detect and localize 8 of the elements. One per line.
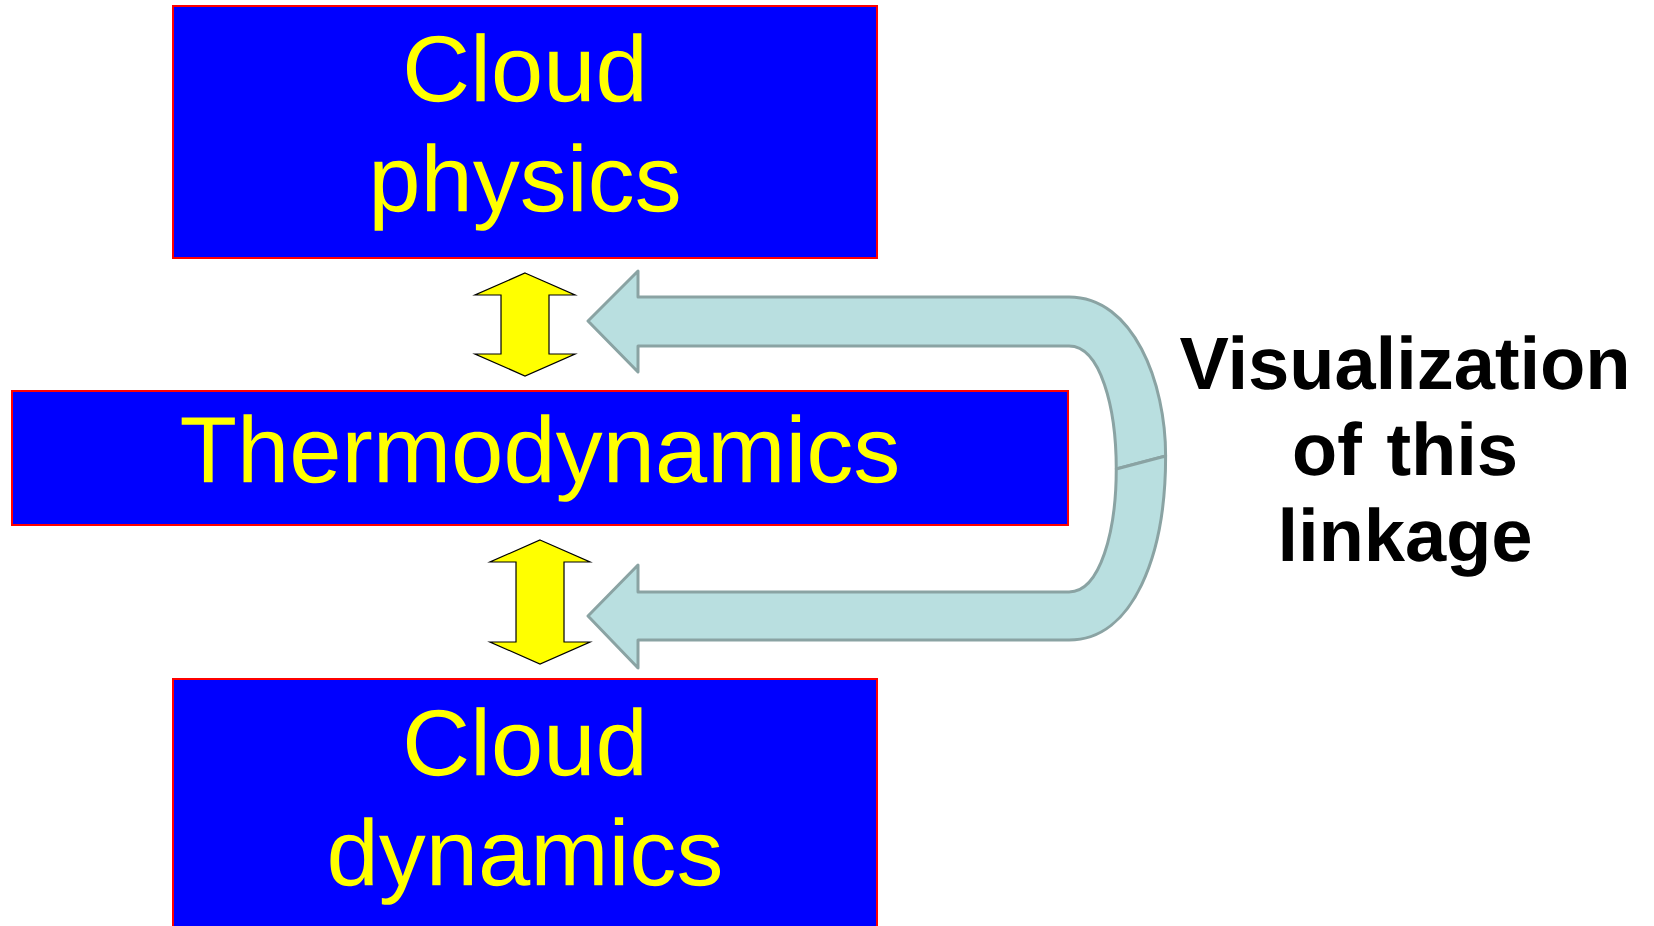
topic-box: Thermodynamics [11,390,1069,526]
double-arrow [472,272,578,377]
topic-box: Cloud dynamics [172,678,878,926]
double-arrow [487,539,593,665]
topic-box: Cloud physics [172,5,878,259]
annotation-text: Visualization of this linkage [1180,335,1626,577]
block-arrow [586,269,1168,471]
block-arrow [586,454,1168,670]
